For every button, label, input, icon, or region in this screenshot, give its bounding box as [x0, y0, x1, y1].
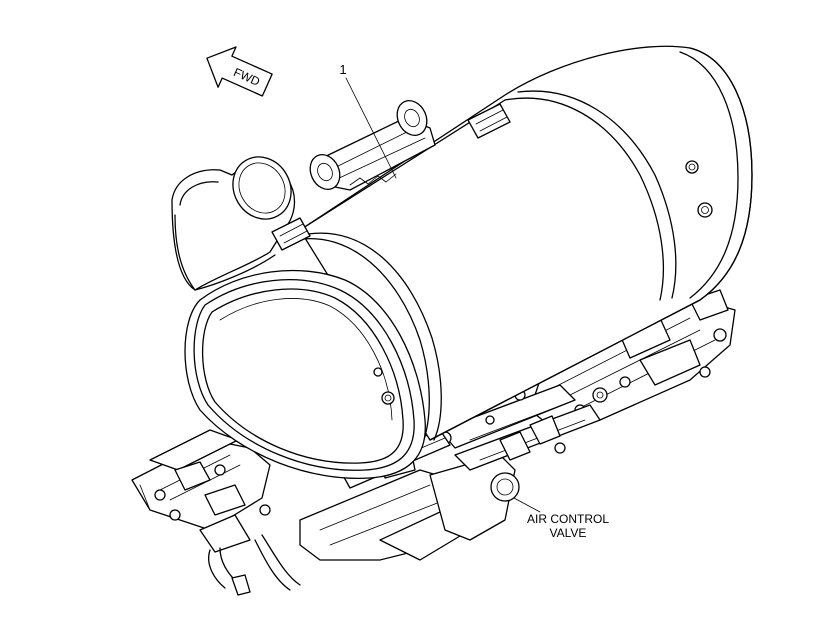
air-control-valve-leader [513, 497, 541, 513]
air-control-valve-line1: AIR CONTROL [526, 512, 609, 526]
callout-number: 1 [339, 62, 346, 77]
air-control-valve-label: AIR CONTROL VALVE [522, 512, 614, 540]
air-control-valve-line2: VALVE [549, 526, 587, 540]
engine-chassis-detail [131, 289, 736, 596]
mounting-bracket [309, 99, 436, 191]
callout-leader-line [345, 77, 397, 179]
fwd-arrow-icon: FWD [206, 46, 273, 97]
exhaust-canister [171, 45, 753, 480]
